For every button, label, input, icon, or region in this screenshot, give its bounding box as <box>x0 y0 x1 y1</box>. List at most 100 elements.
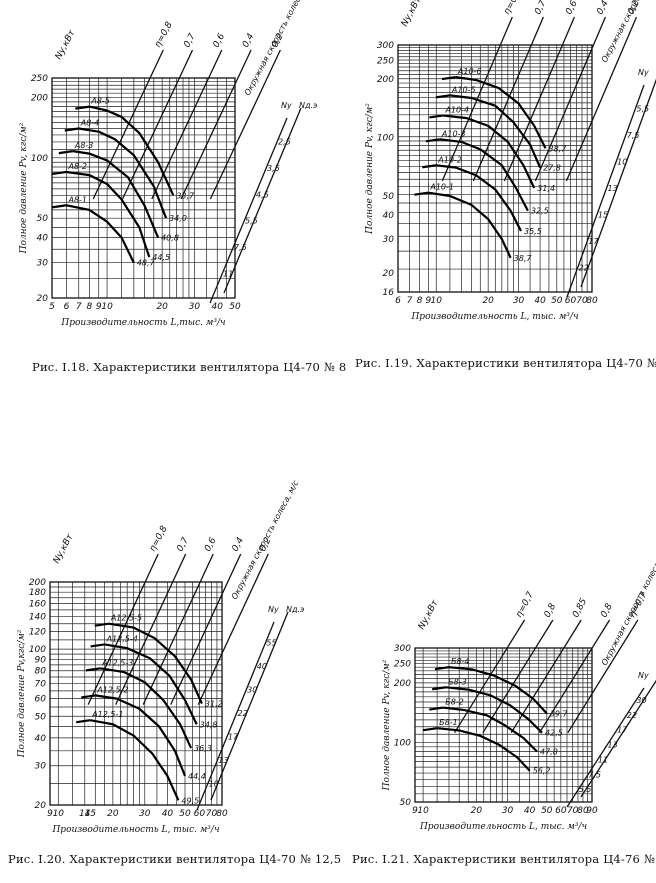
caption-fig-1-20: Рис. I.20. Характеристики вентилятора Ц4… <box>8 852 342 866</box>
performance-curve-lead <box>422 164 437 169</box>
y-tick-label: 200 <box>394 679 411 689</box>
power-scale-value: 10 <box>209 780 219 789</box>
blade-label: А10-6 <box>457 67 482 76</box>
speed-value-label: 47,8 <box>540 747 558 756</box>
speed-value-label: 31,2 <box>205 700 223 709</box>
efficiency-ray <box>209 49 281 200</box>
blade-label: А10-4 <box>444 105 469 114</box>
x-tick-label: 7 <box>76 302 82 312</box>
performance-curve <box>455 76 547 149</box>
x-tick-label: 80 <box>586 296 598 306</box>
power-scale-value: 10 <box>617 158 627 167</box>
blade-label: А8-4 <box>80 119 100 128</box>
power-scale-value: 40 <box>257 662 267 671</box>
speed-axis-label: Окружная скорость колеса, м/с <box>600 0 656 64</box>
power-axis-label: Nу,кВт <box>417 598 441 631</box>
blade-label: Б8-2 <box>445 698 464 707</box>
efficiency-ray <box>87 553 159 705</box>
blade-label: А12,5-2 <box>96 685 128 694</box>
blade-label: Б8-4 <box>451 657 470 666</box>
power-scale-value: 11 <box>223 270 233 279</box>
performance-curve <box>436 164 522 232</box>
efficiency-ray-label: η=0,8 <box>502 0 524 16</box>
efficiency-ray-label: η=0,8 <box>148 524 170 553</box>
efficiency-ray-label: 0,4 <box>595 0 611 16</box>
x-tick-label: 10 <box>53 809 65 819</box>
x-tick-label: 9 <box>412 806 418 816</box>
y-tick-label: 40 <box>37 234 49 244</box>
speed-value-label: 49,5 <box>181 796 199 805</box>
speed-value-label: 44,5 <box>152 253 170 262</box>
power-scale-value: 22 <box>579 264 589 273</box>
speed-value-label: 35,5 <box>524 227 542 236</box>
x-tick-label: 8 <box>86 302 92 312</box>
performance-curve <box>99 667 193 749</box>
x-tick-label: 30 <box>502 806 514 816</box>
performance-curve <box>439 138 529 212</box>
performance-curve-lead <box>94 622 109 627</box>
y-tick-label: 100 <box>377 134 394 144</box>
performance-curve-lead <box>81 694 96 699</box>
power-scale-value: 7,5 <box>627 131 640 140</box>
x-tick-label: 90 <box>586 806 598 816</box>
efficiency-ray-label: 0,4 <box>241 32 257 50</box>
power-scale-value: 7,5 <box>588 770 601 779</box>
y-tick-label: 200 <box>31 93 48 103</box>
right-scale-label: Nд.э <box>299 101 317 110</box>
y-tick-label: 120 <box>29 627 46 637</box>
efficiency-ray <box>472 16 544 182</box>
x-tick-label: 5 <box>49 302 55 312</box>
x-tick-label: 20 <box>471 806 483 816</box>
x-tick-label: 14 <box>79 809 91 819</box>
blade-label: А8-2 <box>67 162 87 171</box>
performance-curve-lead <box>85 667 101 672</box>
y-tick-label: 250 <box>31 74 48 84</box>
blade-label: А12,5-1 <box>91 710 123 719</box>
x-tick-label: 40 <box>162 809 174 819</box>
power-scale-value: 4,5 <box>256 190 269 199</box>
x-tick-label: 8 <box>417 296 423 306</box>
y-tick-label: 250 <box>394 660 411 670</box>
power-scale-line <box>210 611 289 801</box>
speed-value-label: 56,2 <box>533 767 551 776</box>
blade-label: А8-3 <box>74 141 94 150</box>
speed-value-label: 42,5 <box>545 729 563 738</box>
efficiency-ray <box>170 553 242 705</box>
y-tick-label: 300 <box>377 41 394 51</box>
efficiency-ray <box>121 49 194 200</box>
efficiency-ray-label: 0,7 <box>175 536 191 554</box>
right-scale-label: Nу <box>268 605 279 614</box>
x-tick-label: 10 <box>417 806 429 816</box>
efficiency-ray <box>454 619 526 734</box>
performance-curve <box>89 105 175 196</box>
x-tick-label: 40 <box>524 806 536 816</box>
efficiency-ray-label: 0,8 <box>599 602 615 620</box>
efficiency-ray-label: 0,85 <box>571 597 589 620</box>
x-tick-label: 30 <box>189 302 201 312</box>
x-tick-label: 10 <box>431 296 443 306</box>
y-tick-label: 80 <box>35 667 47 677</box>
x-tick-label: 60 <box>194 809 206 819</box>
y-tick-label: 250 <box>377 56 394 66</box>
speed-value-label: 44,4 <box>188 772 206 781</box>
power-scale-value: 13 <box>608 741 618 750</box>
performance-curve <box>449 94 542 169</box>
performance-curve-lead <box>52 204 67 209</box>
power-scale-line <box>580 78 656 288</box>
efficiency-ray-label: 0,7 <box>182 32 198 50</box>
y-tick-label: 20 <box>37 294 49 304</box>
right-scale-label: Nу <box>638 671 649 680</box>
y-tick-label: 20 <box>35 801 47 811</box>
performance-curve-lead <box>75 105 90 110</box>
efficiency-ray-label: 0,7 <box>533 0 549 16</box>
efficiency-ray-label: η=0,8 <box>153 20 175 49</box>
y-tick-label: 50 <box>35 712 47 722</box>
caption-fig-1-21: Рис. I.21. Характеристики вентилятора Ц4… <box>352 852 656 866</box>
performance-curve <box>104 643 198 725</box>
y-tick-label: 100 <box>29 645 46 655</box>
